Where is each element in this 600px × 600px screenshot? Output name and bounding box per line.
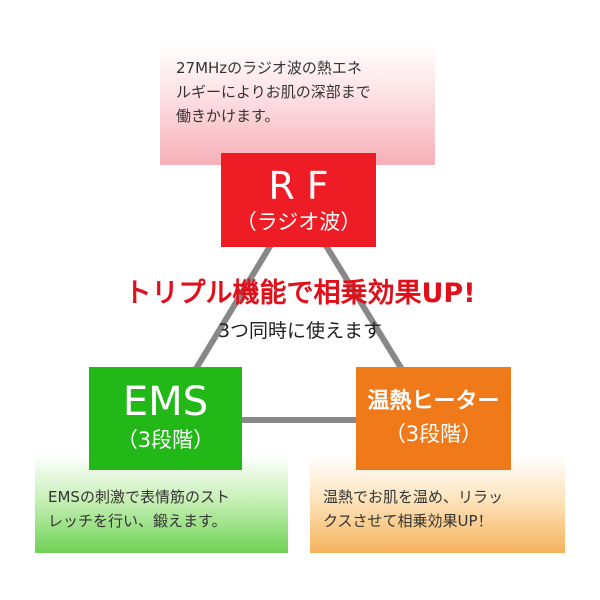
rf-title: RF bbox=[268, 164, 341, 208]
rf-description-panel: 27MHzのラジオ波の熱エネ ルギーによりお肌の深部まで 働きかけます。 bbox=[160, 43, 435, 165]
heater-description-line: 温熱でお肌を温め、リラッ bbox=[323, 488, 504, 506]
heater-feature-box: 温熱ヒーター （3段階） bbox=[356, 367, 511, 470]
heater-description-line: クスさせて相乗効果UP！ bbox=[323, 512, 493, 530]
ems-title: EMS bbox=[122, 379, 209, 425]
rf-description-line: 27MHzのラジオ波の熱エネ bbox=[176, 59, 362, 77]
ems-subtitle: （3段階） bbox=[116, 428, 215, 452]
rf-feature-box: RF （ラジオ波） bbox=[221, 153, 376, 247]
heater-subtitle: （3段階） bbox=[384, 422, 483, 446]
ems-description-panel: EMSの刺激で表情筋のスト レッチを行い、鍛えます。 bbox=[35, 455, 288, 553]
ems-description-line: EMSの刺激で表情筋のスト bbox=[48, 488, 230, 506]
heater-title: 温熱ヒーター bbox=[367, 389, 500, 414]
heater-description-panel: 温熱でお肌を温め、リラッ クスさせて相乗効果UP！ bbox=[310, 455, 565, 553]
rf-subtitle: （ラジオ波） bbox=[235, 210, 362, 234]
ems-feature-box: EMS （3段階） bbox=[89, 367, 242, 470]
center-subline: 3つ同時に使えます bbox=[217, 320, 383, 342]
rf-description-line: 働きかけます。 bbox=[176, 107, 280, 125]
ems-description-line: レッチを行い、鍛えます。 bbox=[48, 512, 227, 530]
center-headline: トリプル機能で相乗効果UP! bbox=[124, 278, 476, 309]
rf-description-line: ルギーによりお肌の深部まで bbox=[176, 83, 371, 101]
